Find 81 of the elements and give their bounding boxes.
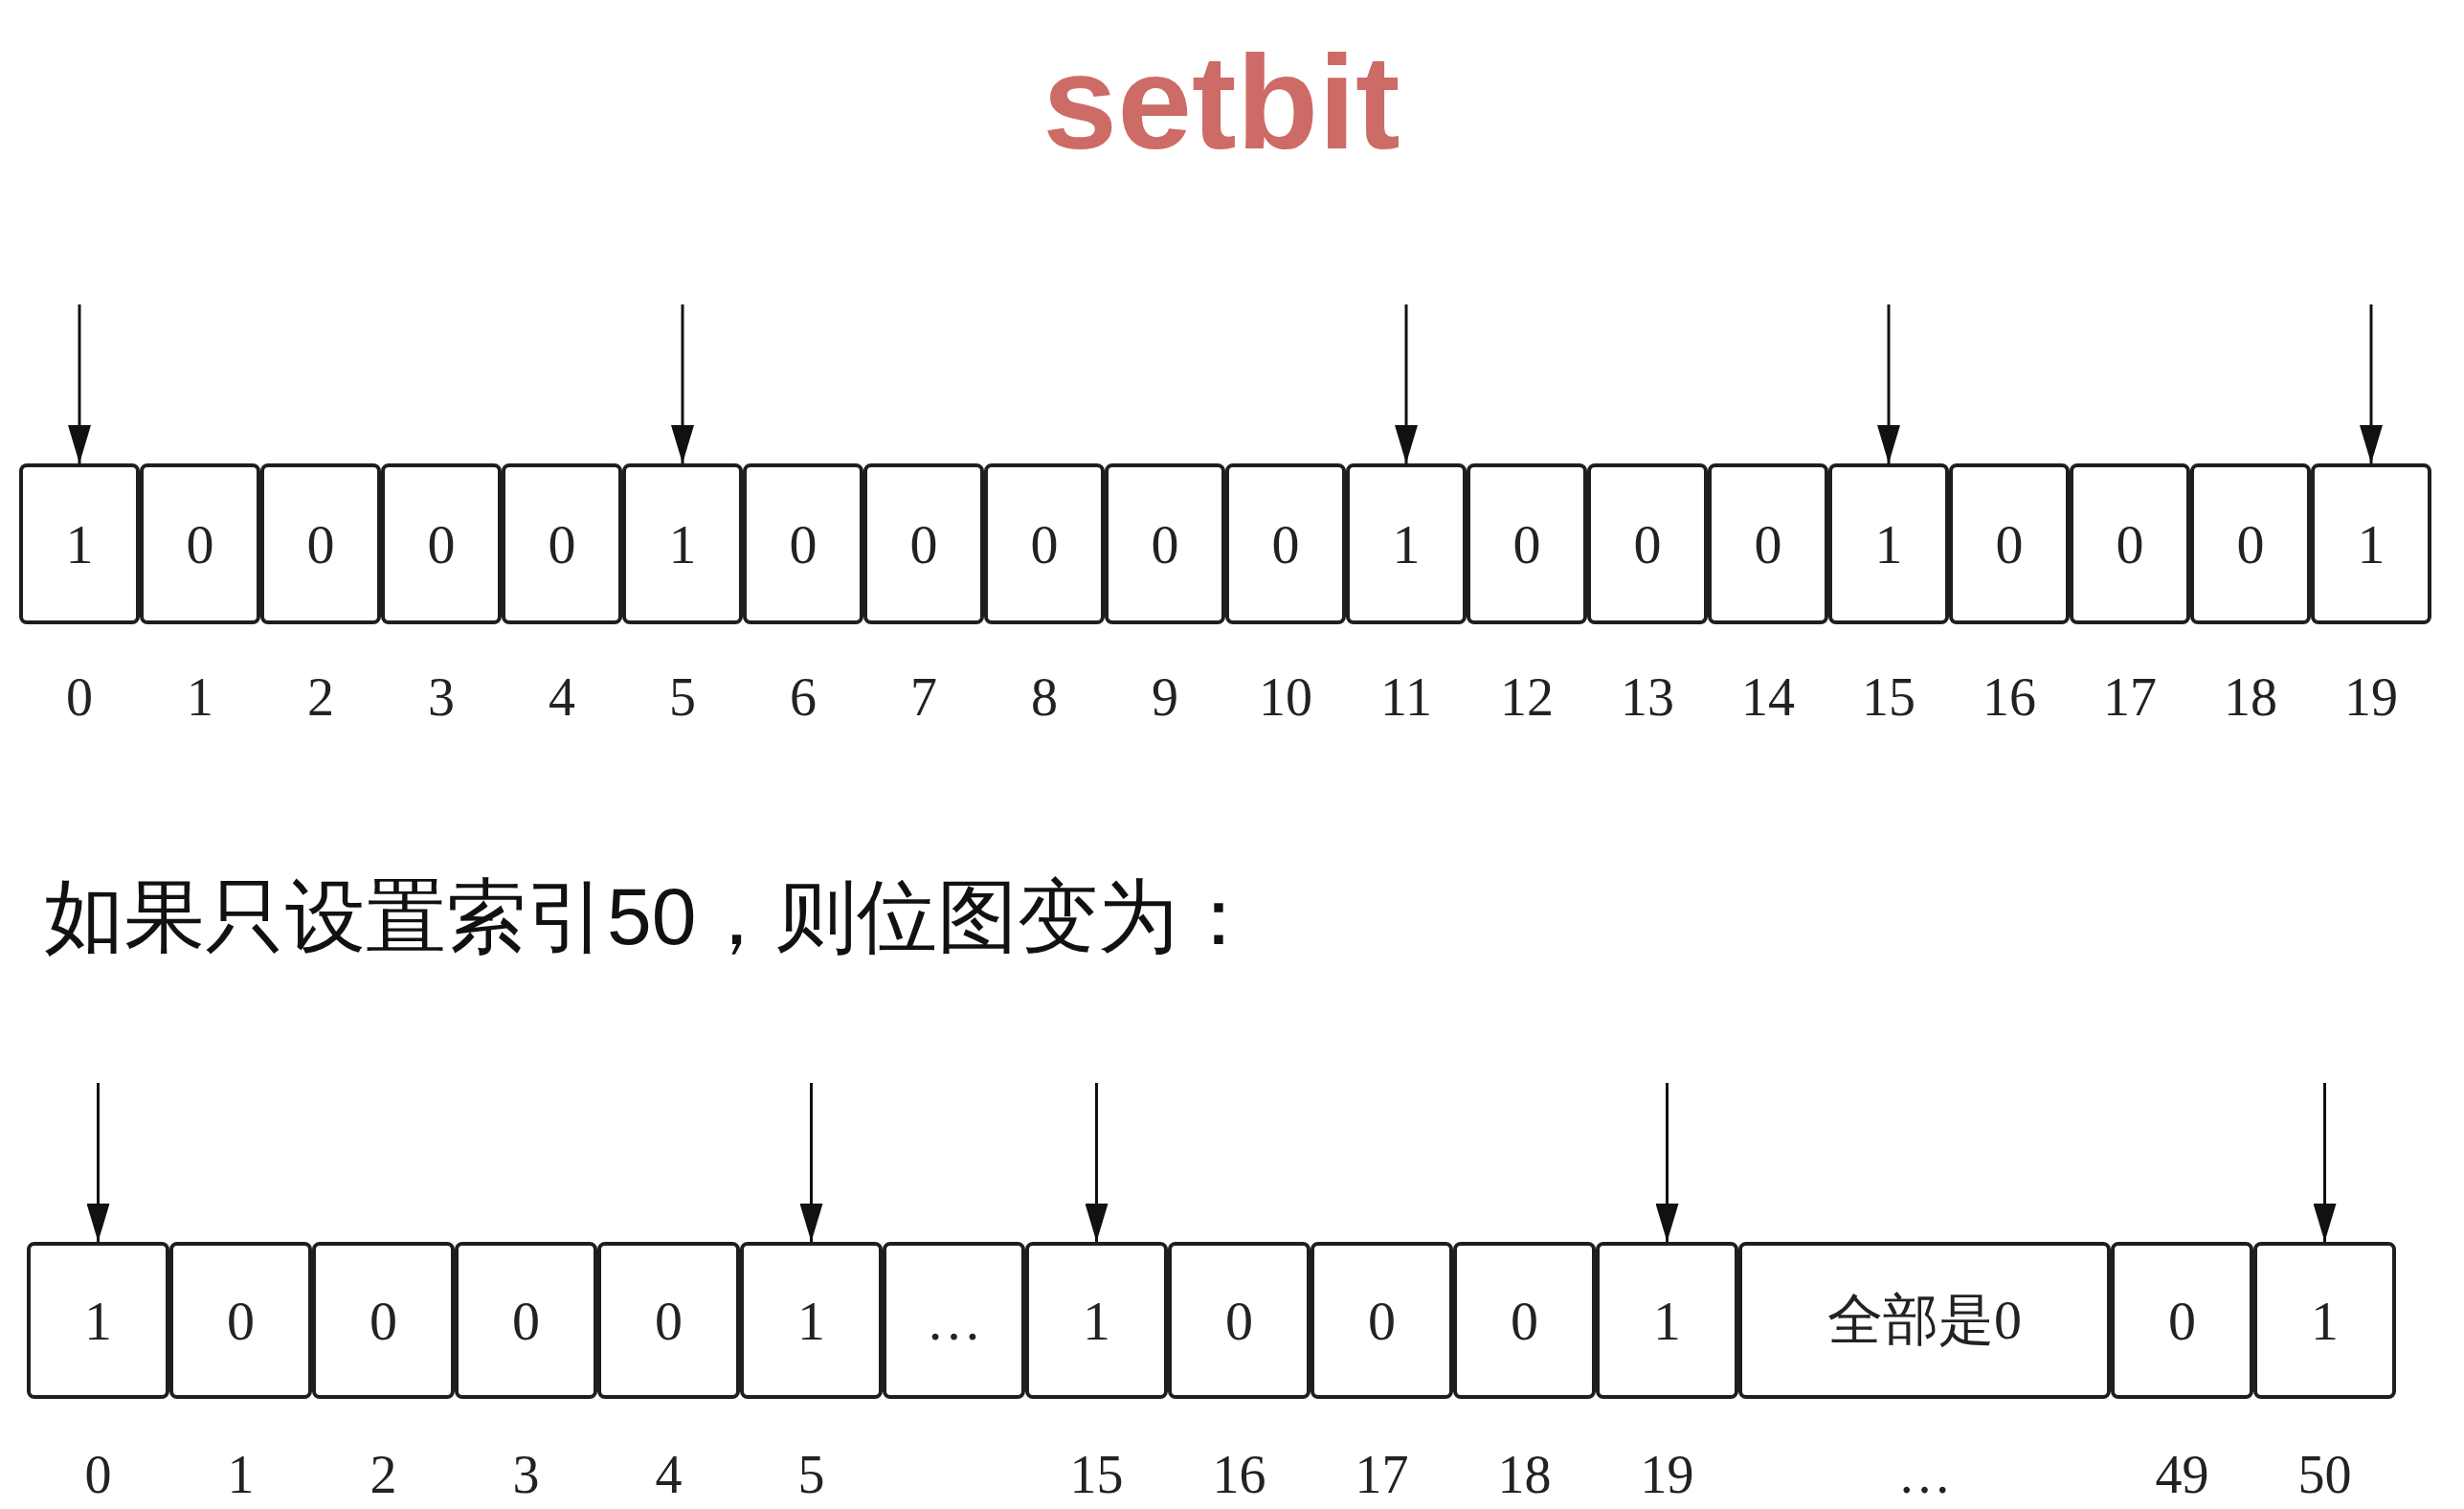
index-label: 8	[1031, 670, 1058, 724]
bit-cell: 0	[381, 463, 502, 624]
index-label: 5	[797, 1448, 825, 1501]
title: setbit	[1042, 35, 1400, 169]
arrow	[68, 304, 91, 463]
index-label: 19	[2344, 670, 2398, 724]
bit-cell: 0	[2190, 463, 2311, 624]
index-label: 6	[790, 670, 817, 724]
bit-cell: 0	[984, 463, 1105, 624]
index-label: 49	[2155, 1448, 2209, 1501]
arrow	[2313, 1083, 2337, 1242]
index-label: 11	[1380, 670, 1432, 724]
index-label: 4	[549, 670, 575, 724]
bit-cell: 0	[2070, 463, 2190, 624]
index-label: 14	[1741, 670, 1795, 724]
bit-cell: 0	[1949, 463, 2070, 624]
index-label: 0	[84, 1448, 112, 1501]
bit-cell: 0	[863, 463, 984, 624]
bit-cell: 0	[169, 1242, 312, 1399]
index-label: …	[1897, 1448, 1952, 1501]
index-label: 10	[1259, 670, 1312, 724]
index-label: 1	[187, 670, 213, 724]
index-label: 15	[1069, 1448, 1124, 1501]
arrow	[86, 1083, 110, 1242]
bit-cell: 1	[27, 1242, 169, 1399]
bit-cell: 0	[502, 463, 622, 624]
bit-cell: 0	[1225, 463, 1346, 624]
arrow	[1395, 304, 1418, 463]
instruction-text: 如果只设置索引50，则位图变为：	[44, 876, 1260, 957]
index-label: 17	[2103, 670, 2157, 724]
index-label: 3	[428, 670, 455, 724]
index-label: 19	[1640, 1448, 1694, 1501]
bit-cell: 1	[1828, 463, 1949, 624]
bit-cell: 0	[2111, 1242, 2253, 1399]
bit-cell: 0	[1708, 463, 1828, 624]
index-label: 18	[2224, 670, 2277, 724]
bit-cell: 0	[1105, 463, 1225, 624]
bit-cell: 1	[1596, 1242, 1738, 1399]
index-label: 16	[1982, 670, 2036, 724]
bit-cell: 1	[1025, 1242, 1168, 1399]
arrow	[799, 1083, 823, 1242]
arrow	[2360, 304, 2383, 463]
bit-cell: 全部是0	[1738, 1242, 2111, 1399]
index-label: 17	[1355, 1448, 1409, 1501]
bit-cell: 1	[2253, 1242, 2396, 1399]
bit-cell: 0	[1467, 463, 1587, 624]
bit-cell: 1	[2311, 463, 2431, 624]
index-label: 50	[2297, 1448, 2352, 1501]
index-label: 18	[1497, 1448, 1552, 1501]
index-label: 4	[655, 1448, 683, 1501]
bit-cell: 0	[743, 463, 863, 624]
bit-cell: …	[883, 1242, 1025, 1399]
index-label: 13	[1621, 670, 1674, 724]
bit-cell: 0	[1587, 463, 1708, 624]
bit-cell: 0	[597, 1242, 740, 1399]
index-label: 5	[669, 670, 696, 724]
bit-cell: 1	[740, 1242, 883, 1399]
arrow	[1877, 304, 1900, 463]
index-label: 0	[66, 670, 93, 724]
bit-cell: 0	[1310, 1242, 1453, 1399]
index-label: 7	[910, 670, 937, 724]
bit-cell: 1	[622, 463, 743, 624]
index-label: 9	[1152, 670, 1178, 724]
index-label: 15	[1862, 670, 1915, 724]
index-label: 16	[1212, 1448, 1266, 1501]
index-label: 2	[307, 670, 334, 724]
arrow	[1085, 1083, 1109, 1242]
bit-cell: 0	[140, 463, 260, 624]
index-label: 3	[512, 1448, 540, 1501]
bit-cell: 1	[1346, 463, 1467, 624]
arrow	[1655, 1083, 1679, 1242]
bit-cell: 0	[260, 463, 381, 624]
bit-cell: 0	[312, 1242, 455, 1399]
bit-cell: 0	[455, 1242, 597, 1399]
index-label: 2	[370, 1448, 397, 1501]
bit-cell: 0	[1453, 1242, 1596, 1399]
index-label: 12	[1500, 670, 1554, 724]
bit-cell: 0	[1168, 1242, 1310, 1399]
index-label: 1	[227, 1448, 255, 1501]
arrow	[671, 304, 694, 463]
bit-cell: 1	[19, 463, 140, 624]
